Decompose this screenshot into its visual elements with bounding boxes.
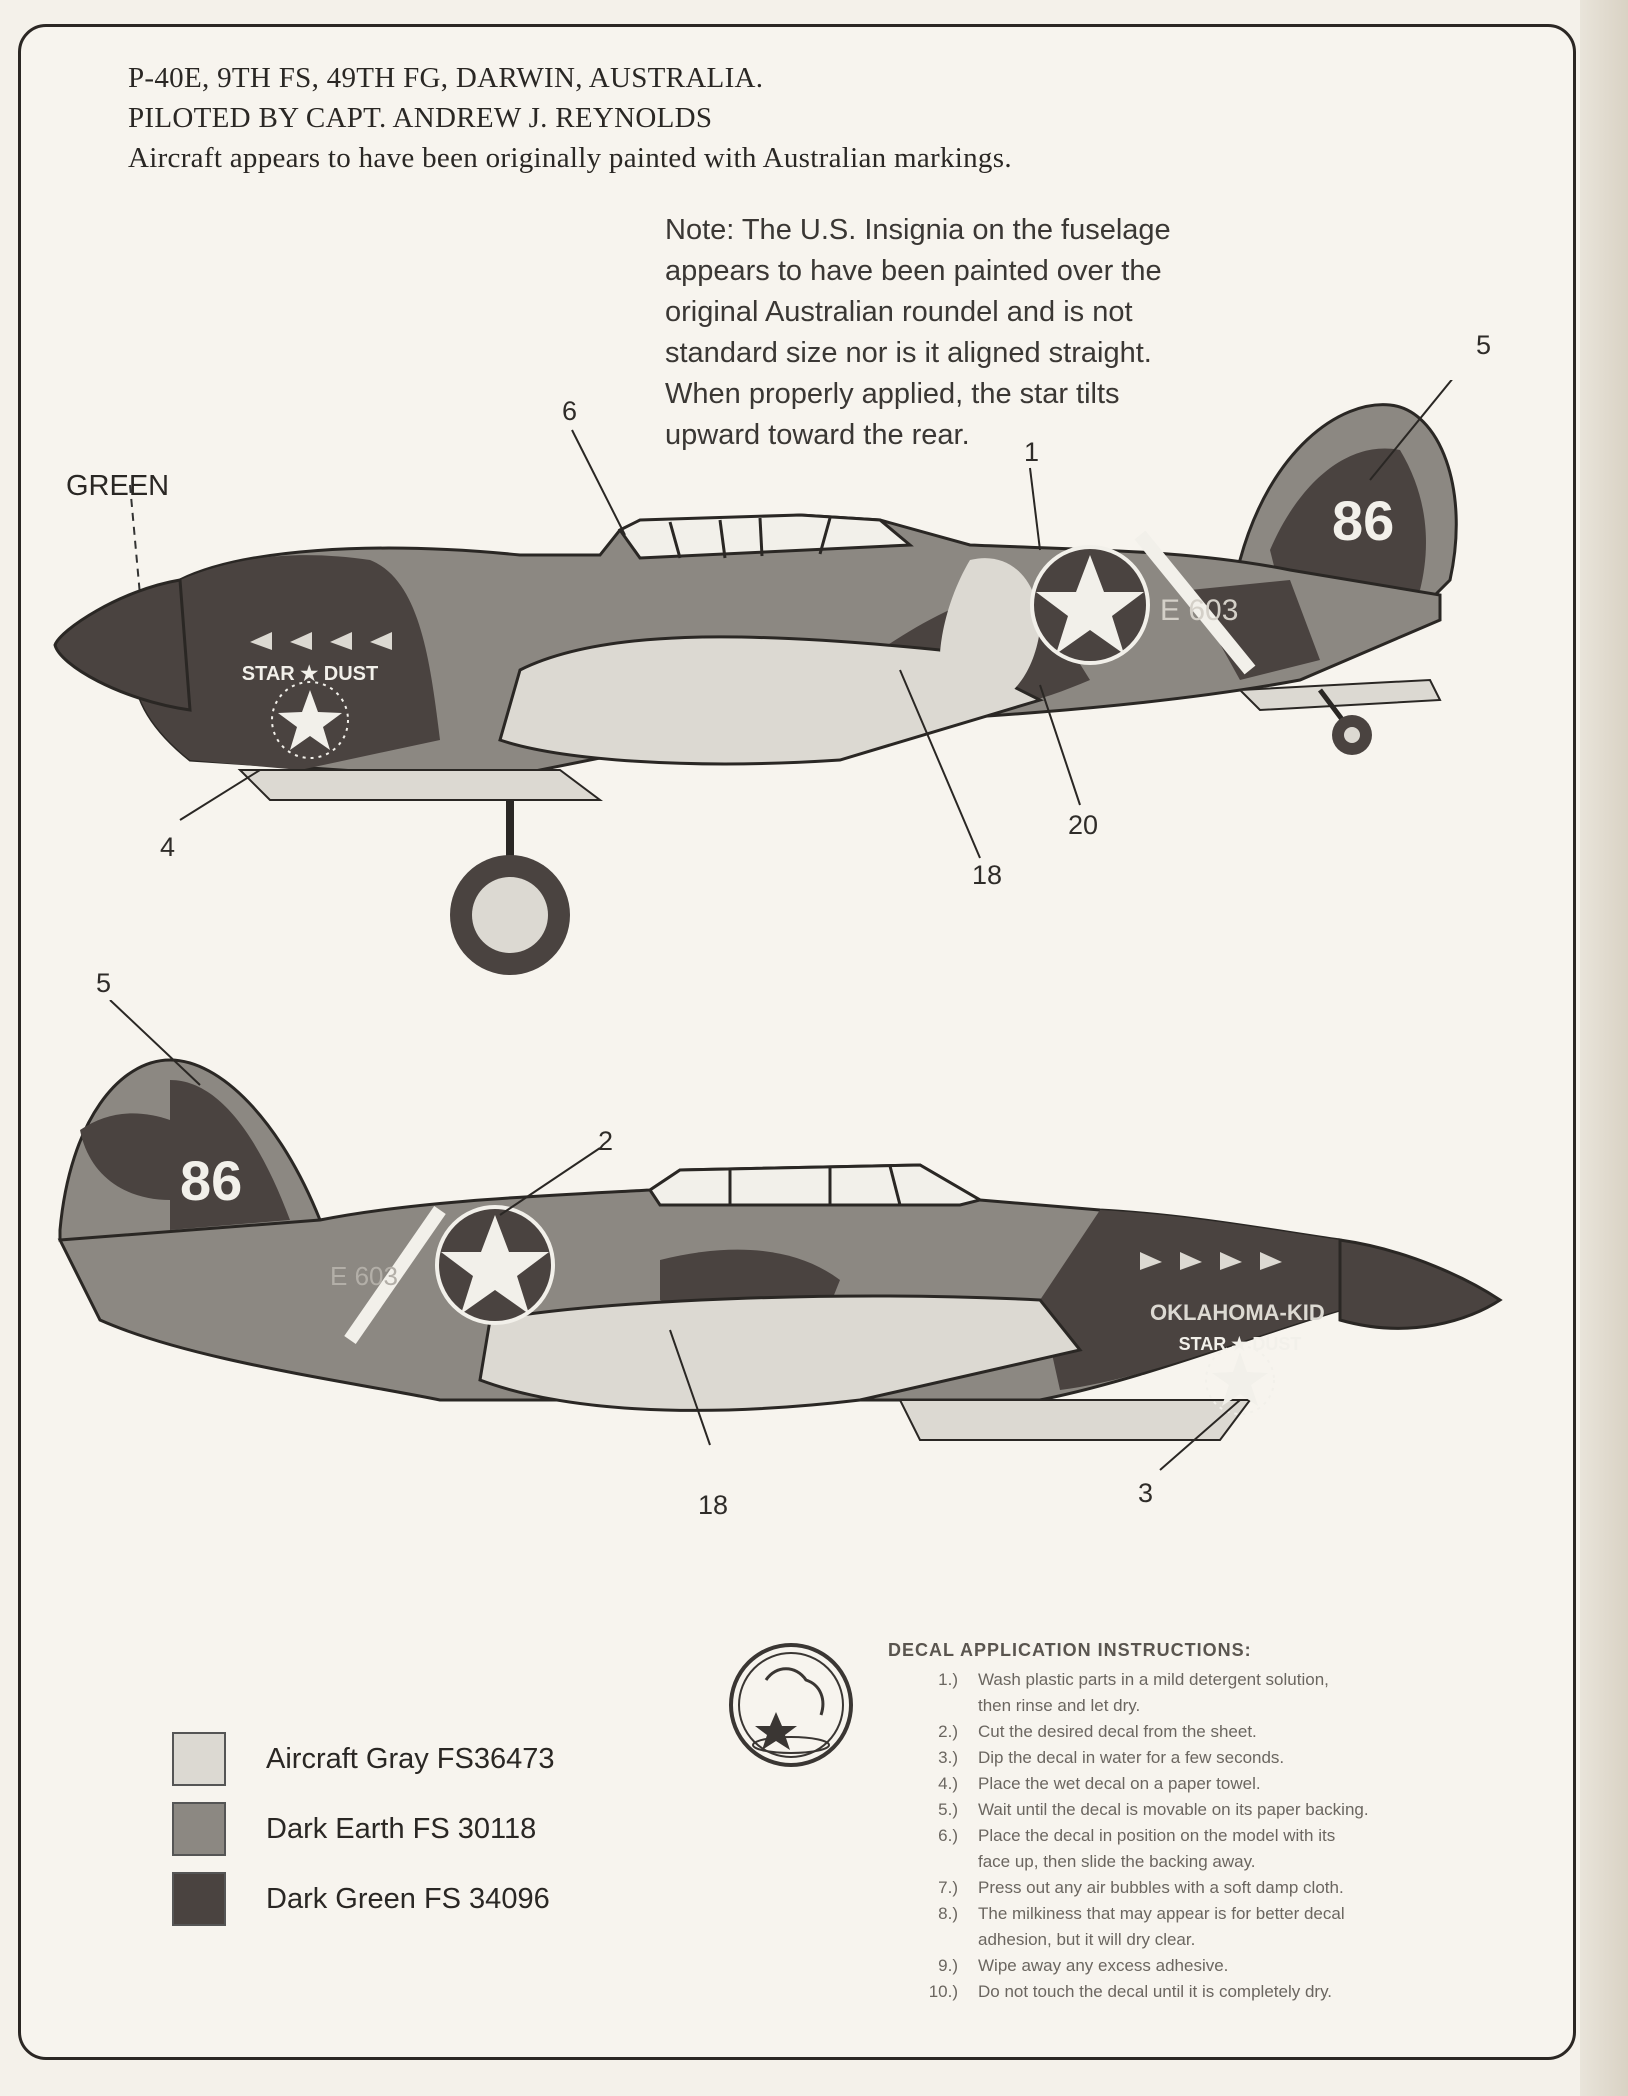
callout-18-right: 18 bbox=[698, 1490, 729, 1520]
note-line: appears to have been painted over the bbox=[665, 255, 1162, 287]
legend-label: Dark Earth FS 30118 bbox=[266, 1812, 537, 1845]
decal-logo-icon bbox=[729, 1643, 853, 1767]
callout-2: 2 bbox=[598, 1126, 614, 1156]
step-text: face up, then slide the backing away. bbox=[978, 1852, 1256, 1871]
step-number: 9.) bbox=[938, 1956, 958, 1975]
instruction-step: 2.) Cut the desired decal from the sheet. bbox=[888, 1719, 1528, 1745]
callout-1: 1 bbox=[1024, 437, 1040, 467]
serial-number: E 603 bbox=[1160, 594, 1238, 627]
legend-item: Dark Green FS 34096 bbox=[172, 1864, 555, 1934]
nose-art-text: STAR ★ DUST bbox=[242, 663, 378, 685]
instruction-step: adhesion, but it will dry clear. bbox=[888, 1927, 1528, 1953]
callout-4: 4 bbox=[160, 832, 176, 862]
step-number: 1.) bbox=[938, 1670, 958, 1689]
callout-5: 5 bbox=[1476, 330, 1492, 360]
step-number: 10.) bbox=[928, 1982, 958, 2001]
nose-art-text: STAR ★ DUST bbox=[1179, 1334, 1302, 1354]
page-edge bbox=[1580, 0, 1628, 2096]
step-number bbox=[888, 1693, 978, 1719]
step-text: Wash plastic parts in a mild detergent s… bbox=[978, 1670, 1329, 1689]
step-text: Place the decal in position on the model… bbox=[978, 1826, 1336, 1845]
instruction-sheet bbox=[18, 24, 1576, 2060]
step-text: The milkiness that may appear is for bet… bbox=[978, 1904, 1345, 1923]
nose-color-label: GREEN bbox=[66, 470, 170, 502]
step-number: 7.) bbox=[938, 1878, 958, 1897]
legend-label: Aircraft Gray FS36473 bbox=[266, 1742, 555, 1775]
legend-label: Dark Green FS 34096 bbox=[266, 1882, 550, 1915]
instruction-step: 8.) The milkiness that may appear is for … bbox=[888, 1901, 1528, 1927]
aircraft-right-profile: 86 OKLAHOMA-KID STAR ★ DUST E 603 bbox=[57, 1000, 1503, 1471]
legend-item: Dark Earth FS 30118 bbox=[172, 1794, 555, 1864]
step-number: 5.) bbox=[938, 1800, 958, 1819]
header-line-1: P-40E, 9TH FS, 49TH FG, DARWIN, AUSTRALI… bbox=[128, 62, 764, 94]
insignia-note: Note: The U.S. Insignia on the fuselage … bbox=[665, 210, 1305, 456]
step-text: then rinse and let dry. bbox=[978, 1696, 1141, 1715]
step-number bbox=[888, 1927, 978, 1953]
instructions-title: DECAL APPLICATION INSTRUCTIONS: bbox=[888, 1640, 1252, 1660]
step-number: 6.) bbox=[938, 1826, 958, 1845]
step-number: 2.) bbox=[938, 1722, 958, 1741]
step-text: Wait until the decal is movable on its p… bbox=[978, 1800, 1369, 1819]
star-dust-nose-art-right: STAR ★ DUST bbox=[1179, 1334, 1302, 1415]
instruction-step: face up, then slide the backing away. bbox=[888, 1849, 1528, 1875]
instruction-step: 3.) Dip the decal in water for a few seco… bbox=[888, 1745, 1528, 1771]
step-number: 3.) bbox=[938, 1748, 958, 1767]
tail-number: 86 bbox=[180, 1149, 242, 1212]
instruction-step: 6.) Place the decal in position on the mo… bbox=[888, 1823, 1528, 1849]
instruction-step: 9.) Wipe away any excess adhesive. bbox=[888, 1953, 1528, 1979]
instruction-step: 1.) Wash plastic parts in a mild detergen… bbox=[888, 1667, 1528, 1693]
instruction-step: then rinse and let dry. bbox=[888, 1693, 1528, 1719]
step-text: Do not touch the decal until it is compl… bbox=[978, 1982, 1333, 2001]
note-line: Note: The U.S. Insignia on the fuselage bbox=[665, 214, 1171, 246]
swatch-dark-earth bbox=[172, 1802, 226, 1856]
instruction-step: 10.) Do not touch the decal until it is c… bbox=[888, 1979, 1528, 2005]
note-line: upward toward the rear. bbox=[665, 419, 970, 451]
header-line-2: PILOTED BY CAPT. ANDREW J. REYNOLDS bbox=[128, 102, 713, 134]
nose-name-text: OKLAHOMA-KID bbox=[1150, 1300, 1325, 1325]
step-text: Wipe away any excess adhesive. bbox=[978, 1956, 1229, 1975]
legend-item: Aircraft Gray FS36473 bbox=[172, 1724, 555, 1794]
step-number: 4.) bbox=[938, 1774, 958, 1793]
step-number: 8.) bbox=[938, 1904, 958, 1923]
star-dust-nose-art: STAR ★ DUST bbox=[242, 663, 378, 759]
step-number bbox=[888, 1849, 978, 1875]
decal-instructions: DECAL APPLICATION INSTRUCTIONS: 1.) Wash … bbox=[888, 1640, 1528, 2005]
step-text: Dip the decal in water for a few seconds… bbox=[978, 1748, 1285, 1767]
step-text: Place the wet decal on a paper towel. bbox=[978, 1774, 1261, 1793]
header-line-3: Aircraft appears to have been originally… bbox=[128, 142, 1012, 174]
aircraft-left-profile: 86 STAR ★ DUST E 603 bbox=[53, 380, 1458, 975]
swatch-aircraft-gray bbox=[172, 1732, 226, 1786]
callout-6: 6 bbox=[562, 396, 578, 426]
instruction-step: 7.) Press out any air bubbles with a soft… bbox=[888, 1875, 1528, 1901]
step-text: Cut the desired decal from the sheet. bbox=[978, 1722, 1257, 1741]
serial-number: E 603 bbox=[330, 1261, 398, 1291]
callout-5-right: 5 bbox=[96, 968, 112, 998]
step-text: adhesion, but it will dry clear. bbox=[978, 1930, 1196, 1949]
tail-number: 86 bbox=[1332, 489, 1394, 552]
note-line: original Australian roundel and is not bbox=[665, 296, 1133, 328]
callout-3: 3 bbox=[1138, 1478, 1154, 1508]
instruction-step: 4.) Place the wet decal on a paper towel. bbox=[888, 1771, 1528, 1797]
step-text: Press out any air bubbles with a soft da… bbox=[978, 1878, 1344, 1897]
note-line: When properly applied, the star tilts bbox=[665, 378, 1120, 410]
instruction-step: 5.) Wait until the decal is movable on it… bbox=[888, 1797, 1528, 1823]
swatch-dark-green bbox=[172, 1872, 226, 1926]
callout-18: 18 bbox=[972, 860, 1003, 890]
callout-20: 20 bbox=[1068, 810, 1099, 840]
color-legend: Aircraft Gray FS36473 Dark Earth FS 3011… bbox=[172, 1724, 555, 1934]
note-line: standard size nor is it aligned straight… bbox=[665, 337, 1152, 369]
